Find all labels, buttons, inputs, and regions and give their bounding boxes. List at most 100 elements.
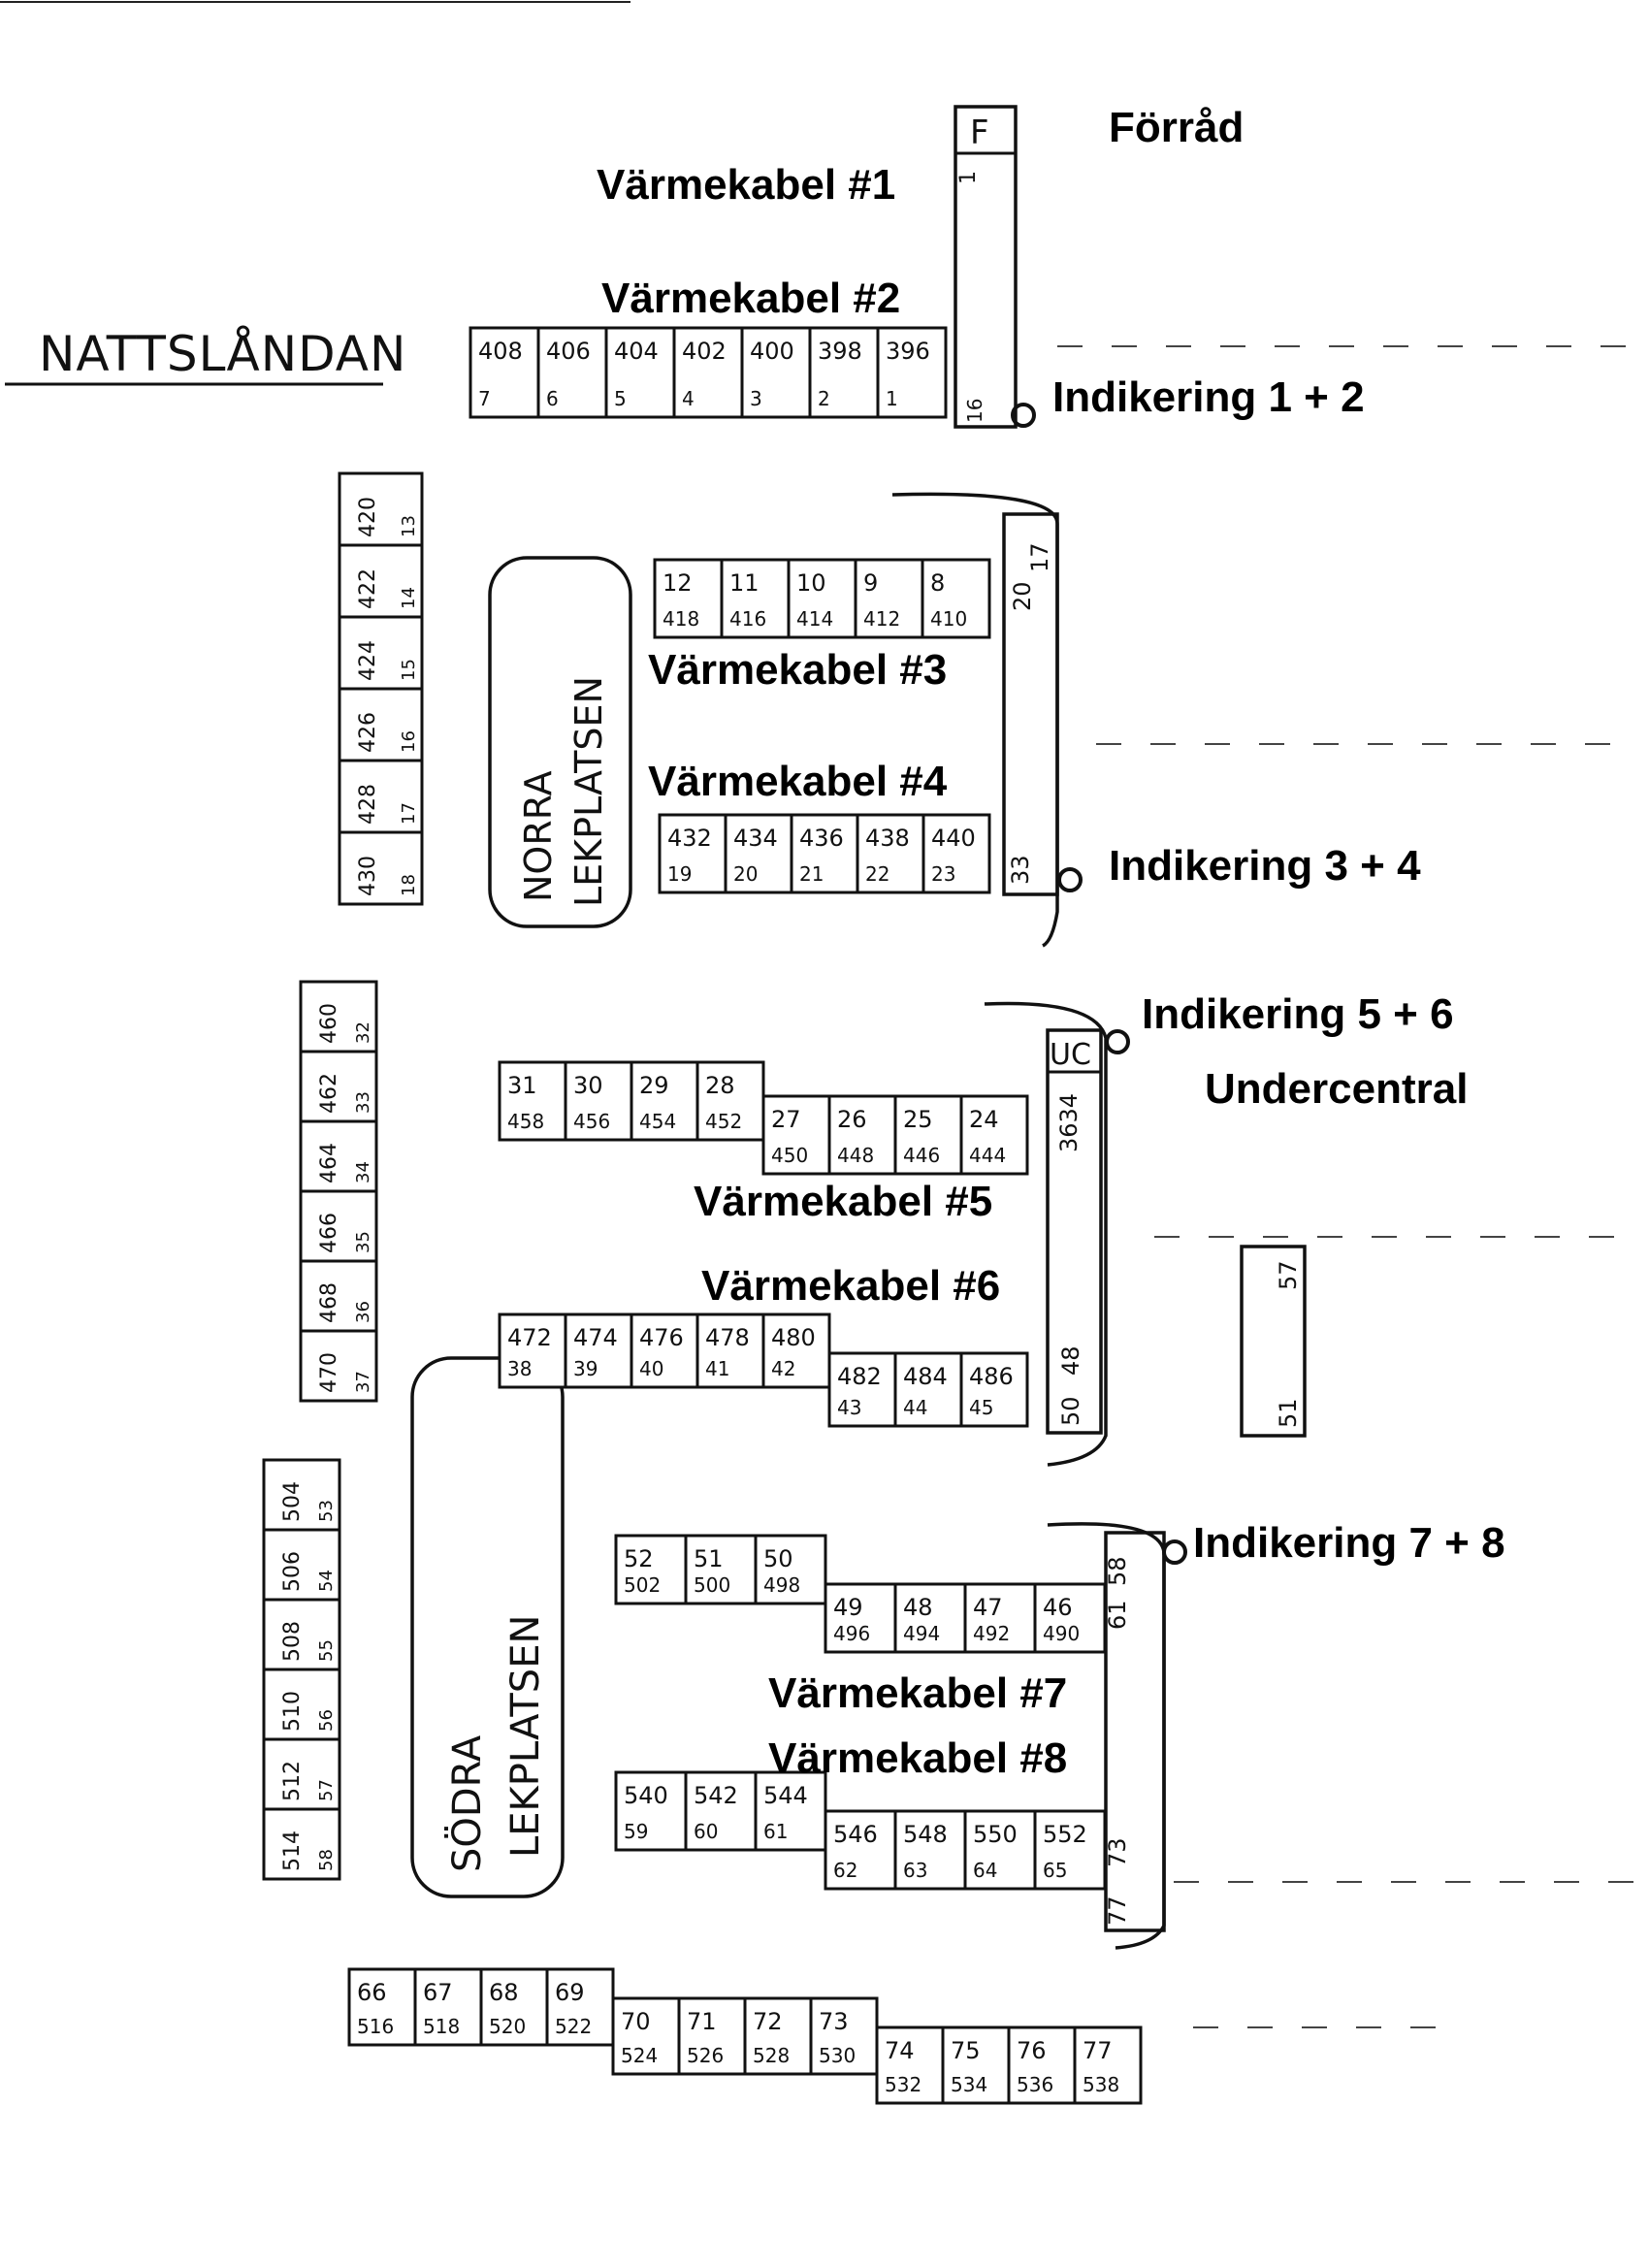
indicator-circles	[1011, 403, 1187, 1565]
unit-label-bottom: 532	[885, 2073, 922, 2096]
unit-label-bottom: 456	[573, 1110, 610, 1133]
meter-58: 58	[1104, 1556, 1131, 1586]
unit-label-top: 46	[1043, 1594, 1073, 1621]
unit-label-bottom: 60	[694, 1820, 718, 1843]
unit-label-bottom: 524	[621, 2044, 658, 2067]
unit-label-bottom: 17	[399, 802, 419, 825]
meter-48: 48	[1057, 1345, 1084, 1376]
unit-label-top: 468	[317, 1282, 341, 1323]
label-vk1: Värmekabel #1	[597, 161, 895, 209]
unit-label-top: 73	[819, 2008, 849, 2035]
unit-cell	[299, 1119, 378, 1193]
unit-cell	[672, 326, 744, 419]
storage-mark: F	[970, 113, 989, 152]
unit-label-bottom: 520	[489, 2015, 526, 2038]
unit-label-top: 460	[317, 1003, 341, 1044]
unit-cell	[262, 1668, 341, 1741]
label-ind34: Indikering 3 + 4	[1109, 842, 1421, 890]
label-vk7: Värmekabel #7	[768, 1669, 1067, 1717]
unit-label-bottom: 41	[705, 1357, 729, 1380]
unit-label-bottom: 36	[353, 1301, 373, 1323]
unit-cell	[498, 1312, 567, 1389]
unit-label-top: 11	[729, 569, 760, 597]
unit-label-top: 27	[771, 1106, 801, 1133]
unit-label-bottom: 44	[903, 1396, 927, 1419]
unit-label-bottom: 516	[357, 2015, 394, 2038]
unit-label-bottom: 452	[705, 1110, 742, 1133]
indicator-circle-7-8	[1162, 1539, 1187, 1565]
playground-sodra: SÖDRA LEKPLATSEN	[410, 1356, 565, 1898]
meter-17: 17	[1026, 542, 1053, 572]
unit-label-bottom: 528	[753, 2044, 790, 2067]
unit-label-top: 26	[837, 1106, 867, 1133]
unit-cell	[413, 1967, 483, 2047]
label-vk6: Värmekabel #6	[701, 1262, 1000, 1310]
unit-cell	[262, 1528, 341, 1602]
unit-label-bottom: 33	[353, 1091, 373, 1114]
unit-label-bottom: 416	[729, 607, 766, 631]
unit-cell	[338, 759, 424, 834]
unit-label-top: 552	[1043, 1821, 1087, 1848]
unit-label-top: 406	[546, 338, 591, 365]
unit-label-bottom: 42	[771, 1357, 795, 1380]
unit-label-top: 542	[694, 1782, 738, 1809]
label-undercentral: Undercentral	[1205, 1065, 1468, 1113]
unit-label-top: 29	[639, 1072, 669, 1099]
unit-label-bottom: 39	[573, 1357, 598, 1380]
unit-cell	[921, 558, 991, 639]
unit-cell	[299, 1259, 378, 1333]
unit-cell	[684, 1770, 758, 1852]
unit-label-top: 510	[280, 1691, 305, 1732]
unit-label-top: 430	[356, 856, 380, 896]
unit-label-bottom: 410	[930, 607, 967, 631]
unit-label-top: 396	[886, 338, 930, 365]
label-vk8: Värmekabel #8	[768, 1734, 1067, 1782]
unit-label-top: 426	[356, 712, 380, 753]
indicator-circle-5-6	[1105, 1029, 1130, 1054]
unit-label-top: 436	[799, 825, 844, 852]
unit-label-top: 480	[771, 1324, 816, 1351]
unit-label-bottom: 3	[750, 387, 762, 410]
unit-cell	[875, 2025, 945, 2105]
east-strip-south: 58 61 73 77	[1047, 1522, 1166, 1950]
unit-label-top: 76	[1017, 2037, 1047, 2064]
unit-label-bottom: 20	[733, 862, 758, 886]
unit-label-top: 69	[555, 1979, 585, 2006]
unit-label-bottom: 5	[614, 387, 627, 410]
playground-sodra-line1: SÖDRA	[443, 1734, 490, 1872]
unit-cell	[338, 615, 424, 691]
title-group: NATTSLÅNDAN	[5, 326, 405, 386]
unit-label-top: 75	[951, 2037, 981, 2064]
unit-label-bottom: 494	[903, 1622, 940, 1645]
unit-label-bottom: 57	[316, 1779, 337, 1801]
unit-label-top: 51	[694, 1545, 724, 1572]
unit-cell	[963, 1809, 1037, 1891]
unit-cell	[338, 830, 424, 906]
unit-label-top: 50	[763, 1545, 793, 1572]
unit-label-bottom: 490	[1043, 1622, 1080, 1645]
unit-label-bottom: 454	[639, 1110, 676, 1133]
east-strip-north: 17 20 33	[891, 492, 1059, 948]
playground-norra: NORRA LEKPLATSEN	[488, 556, 632, 928]
unit-label-top: 398	[818, 338, 862, 365]
unit-cell	[856, 813, 925, 894]
